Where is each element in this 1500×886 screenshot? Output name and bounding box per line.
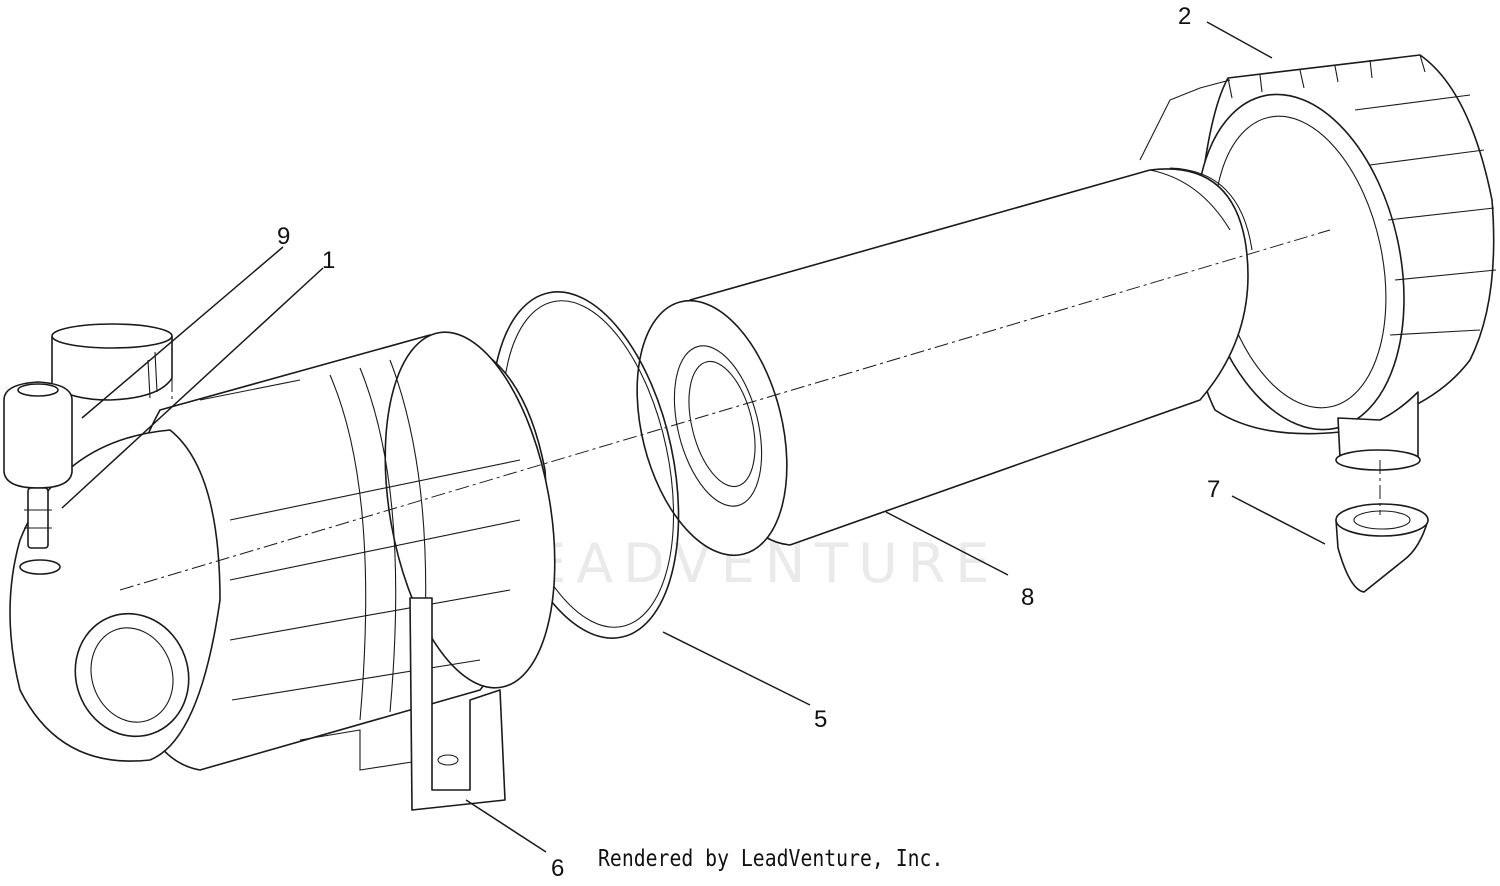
callout-5[interactable]: 5 bbox=[814, 706, 827, 733]
part-main-housing bbox=[9, 331, 556, 811]
part-end-cap bbox=[1139, 54, 1497, 471]
leader-5 bbox=[662, 631, 811, 706]
render-credit: Rendered by LeadVenture, Inc. bbox=[598, 846, 944, 872]
callout-7[interactable]: 7 bbox=[1207, 476, 1220, 503]
leader-8 bbox=[885, 511, 1009, 576]
callout-2[interactable]: 2 bbox=[1178, 3, 1191, 30]
part-filter-element bbox=[636, 167, 1253, 557]
leader-1 bbox=[61, 267, 324, 509]
leader-7 bbox=[1231, 495, 1326, 545]
leader-6 bbox=[465, 799, 547, 853]
part-precleaner-pipe bbox=[51, 323, 173, 401]
part-vacuator-valve bbox=[1335, 503, 1429, 593]
callout-8[interactable]: 8 bbox=[1021, 584, 1034, 611]
part-service-indicator bbox=[3, 381, 73, 575]
callout-9[interactable]: 9 bbox=[277, 223, 290, 250]
leader-9 bbox=[81, 246, 284, 419]
callout-6[interactable]: 6 bbox=[551, 855, 564, 882]
center-axis-line bbox=[119, 229, 1331, 591]
callout-1[interactable]: 1 bbox=[322, 247, 335, 274]
leader-2 bbox=[1206, 21, 1273, 59]
